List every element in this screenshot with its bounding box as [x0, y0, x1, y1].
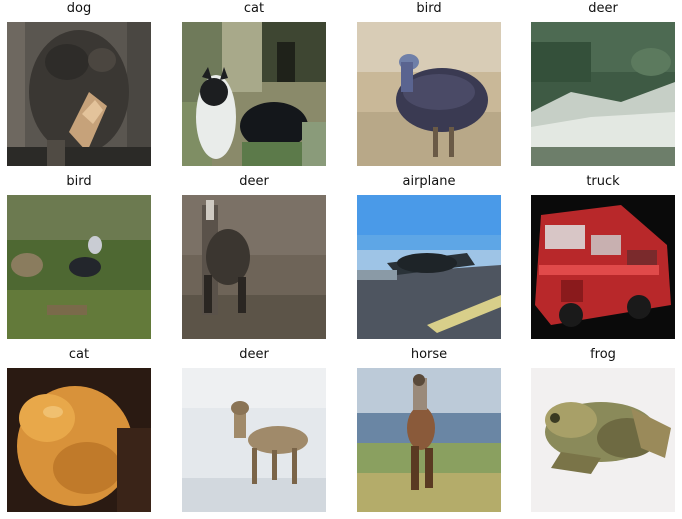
cat-image [7, 368, 151, 512]
airplane-image [357, 195, 501, 339]
bird-image [357, 22, 501, 166]
tile-label: bird [66, 174, 92, 189]
tile-label: dog [66, 1, 92, 16]
tile-label: deer [239, 174, 269, 189]
tile-label: horse [410, 347, 448, 362]
tile-label: airplane [402, 174, 456, 189]
bird-image [7, 195, 151, 339]
frog-image [531, 368, 675, 512]
deer-image [531, 22, 675, 166]
tile-label: truck [586, 174, 620, 189]
horse-image [357, 368, 501, 512]
deer-image [182, 195, 326, 339]
truck-image [531, 195, 675, 339]
cat-image [182, 22, 326, 166]
tile-label: deer [588, 1, 618, 16]
tile-label: bird [416, 1, 442, 16]
tile-label: cat [243, 1, 265, 16]
dog-image [7, 22, 151, 166]
tile-label: cat [68, 347, 90, 362]
tile-label: frog [590, 347, 616, 362]
tile-label: deer [239, 347, 269, 362]
deer-image [182, 368, 326, 512]
